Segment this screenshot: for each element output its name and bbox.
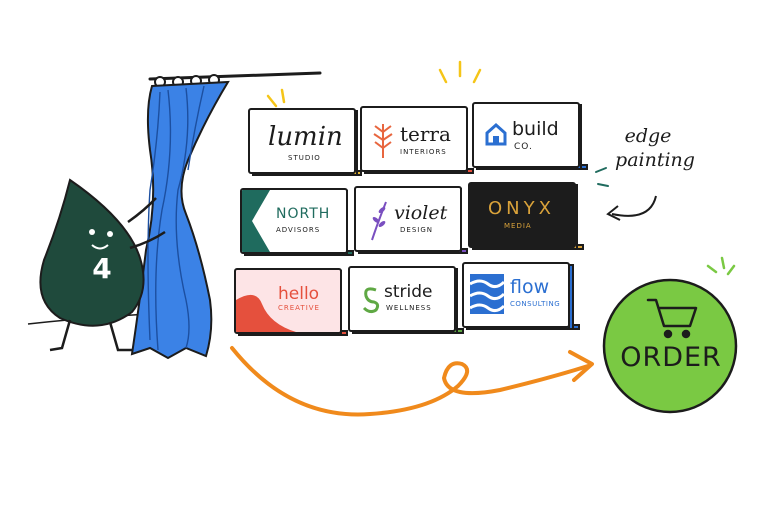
card-flow-name: flow (510, 276, 550, 298)
sprig-icon (371, 201, 387, 241)
card-terra-name: terra (400, 122, 451, 146)
card-violet-sub: DESIGN (400, 226, 433, 234)
s-loop-icon (362, 287, 380, 314)
cart-icon (646, 298, 698, 339)
card-terra-sub: INTERIORS (400, 148, 447, 156)
annotation-edge: edge (624, 125, 672, 147)
card-stride-name: stride (384, 282, 433, 302)
mascot (39, 178, 166, 352)
card-hello-sub: CREATIVE (278, 304, 320, 312)
waves-icon (470, 274, 506, 314)
annotation-arrow (611, 195, 657, 217)
card-stride-sub: WELLNESS (386, 304, 432, 312)
card-north-sub: ADVISORS (276, 226, 321, 234)
house-icon (485, 122, 507, 146)
order-circle (602, 278, 738, 414)
card-lumin-name: lumin (268, 122, 343, 152)
card-build-name: build (512, 118, 559, 140)
card-onyx-sub: MEDIA (504, 222, 532, 230)
blob-shape (236, 294, 296, 332)
chevron-shape (242, 190, 270, 252)
sparkles-top (266, 60, 482, 108)
card-north-name: NORTH (276, 206, 331, 222)
annotation-painting: painting (615, 149, 695, 171)
leaf-icon (373, 124, 393, 158)
card-lumin-sub: STUDIO (288, 154, 321, 162)
curtain (130, 80, 230, 360)
card-onyx-name: ONYX (488, 198, 555, 219)
card-violet-name: violet (394, 202, 448, 224)
order-button[interactable]: ORDER (620, 342, 722, 373)
card-hello-name: hello (278, 284, 320, 304)
sparkles-order (706, 256, 736, 276)
card-build-sub: CO. (514, 142, 533, 152)
flow-arrow (230, 346, 590, 417)
card-flow-sub: CONSULTING (510, 300, 561, 308)
curtain-folds (147, 85, 205, 351)
sparkles-edge (595, 167, 609, 187)
mascot-number: 4 (92, 252, 112, 285)
